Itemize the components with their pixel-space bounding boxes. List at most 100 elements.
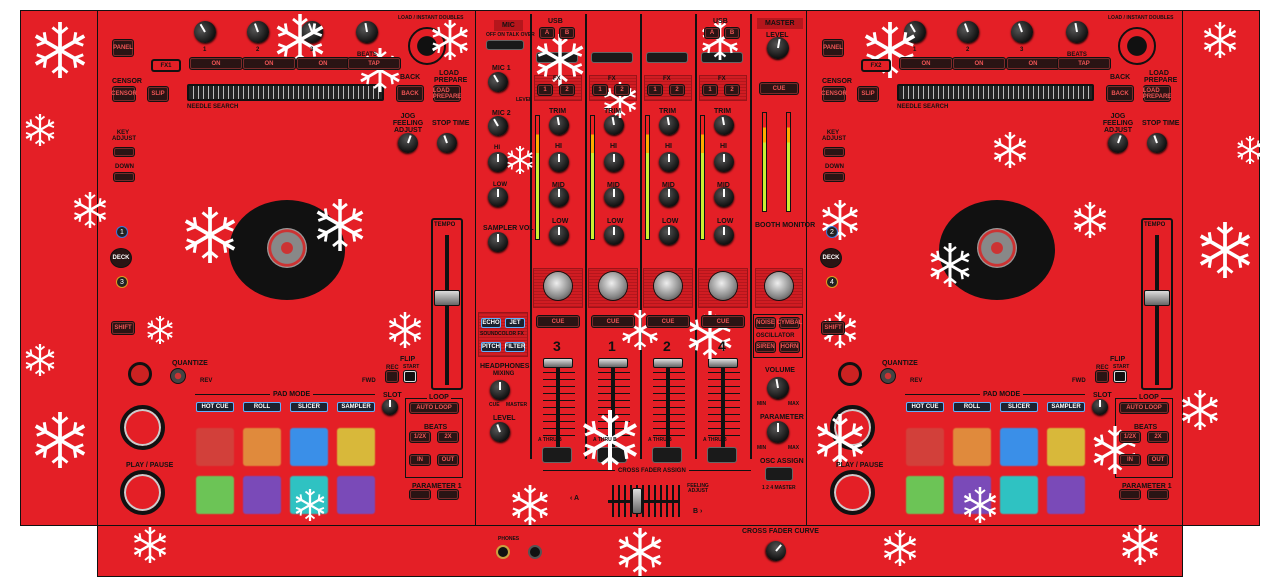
channel-cue-button[interactable]: CUE — [647, 316, 689, 327]
color-filter-knob[interactable] — [599, 272, 627, 300]
fx-on-button[interactable]: ON — [297, 58, 349, 69]
performance-pad[interactable] — [906, 476, 944, 514]
soundcolor-echo-button[interactable]: ECHO — [481, 318, 501, 328]
pad-mode-hot-cue-button[interactable]: HOT CUE — [196, 402, 234, 412]
shift-button[interactable]: SHIFT — [112, 322, 134, 334]
fx1-assign-button[interactable]: 1 — [648, 85, 662, 95]
channel-cue-button[interactable]: CUE — [537, 316, 579, 327]
usb-a-button[interactable]: A — [540, 28, 554, 38]
pad-mode-sampler-button[interactable]: SAMPLER — [337, 402, 375, 412]
osc-parameter-knob[interactable] — [767, 421, 789, 443]
auto-loop-button[interactable]: AUTO LOOP — [1120, 403, 1168, 413]
color-filter-knob[interactable] — [544, 272, 572, 300]
cue-button[interactable] — [120, 405, 165, 450]
crossfader-assign-switch[interactable] — [542, 447, 572, 463]
needle-search-strip[interactable] — [187, 84, 384, 101]
usb-b-button[interactable]: B — [560, 28, 574, 38]
eq-mid-knob[interactable] — [549, 187, 569, 207]
fx2-assign-button[interactable]: 2 — [725, 85, 739, 95]
flip-rec-button[interactable] — [1096, 371, 1108, 382]
channel-cue-button[interactable]: CUE — [702, 316, 744, 327]
input-select-switch[interactable] — [646, 52, 688, 63]
osc-assign-switch[interactable] — [765, 467, 793, 481]
performance-pad[interactable] — [243, 476, 281, 514]
performance-pad[interactable] — [196, 476, 234, 514]
eq-low-knob[interactable] — [659, 225, 679, 245]
pad-mode-sampler-button[interactable]: SAMPLER — [1047, 402, 1085, 412]
osc-cymbal-button[interactable]: CYMBAL — [776, 318, 803, 328]
eq-mid-knob[interactable] — [604, 187, 624, 207]
phones-jack-small[interactable] — [528, 545, 542, 559]
booth-monitor-knob[interactable] — [765, 272, 793, 300]
tempo-slider-handle[interactable] — [1144, 290, 1170, 306]
slot-knob[interactable] — [382, 399, 398, 415]
panel-button[interactable]: PANEL — [823, 40, 843, 56]
master-cue-button[interactable]: CUE — [760, 83, 798, 94]
quantize-button[interactable] — [880, 368, 896, 384]
fx-on-button[interactable]: ON — [190, 58, 242, 69]
eq-hi-knob[interactable] — [604, 152, 624, 172]
play-pause-button[interactable] — [830, 470, 875, 515]
performance-pad[interactable] — [337, 476, 375, 514]
parameter-left-button[interactable] — [410, 490, 430, 499]
osc-noise-button[interactable]: NOISE — [756, 318, 775, 328]
key-adjust-up-button[interactable] — [114, 148, 134, 156]
crossfader-assign-switch[interactable] — [652, 447, 682, 463]
channel-fader-handle[interactable] — [653, 358, 683, 368]
key-adjust-down-button[interactable] — [824, 173, 844, 181]
mic-switch[interactable] — [486, 40, 524, 50]
load-prepare-button[interactable]: LOAD PREPARE — [1142, 86, 1172, 101]
eq-mid-knob[interactable] — [714, 187, 734, 207]
load-prepare-button[interactable]: LOAD PREPARE — [432, 86, 462, 101]
performance-pad[interactable] — [1047, 476, 1085, 514]
censor-button[interactable]: CENSOR — [111, 87, 137, 101]
input-select-switch[interactable] — [536, 52, 578, 63]
pad-mode-slicer-button[interactable]: SLICER — [1000, 402, 1038, 412]
pad-mode-hot-cue-button[interactable]: HOT CUE — [906, 402, 944, 412]
pad-mode-roll-button[interactable]: ROLL — [243, 402, 281, 412]
mic-hi-knob[interactable] — [488, 152, 508, 172]
sync-button[interactable] — [128, 362, 152, 386]
performance-pad[interactable] — [290, 428, 328, 466]
usb-b-button[interactable]: B — [725, 28, 739, 38]
needle-search-strip[interactable] — [897, 84, 1094, 101]
tempo-slider-handle[interactable] — [434, 290, 460, 306]
loop-half-button[interactable]: 1/2X — [1120, 432, 1140, 442]
performance-pad[interactable] — [953, 476, 991, 514]
slip-button[interactable]: SLIP — [858, 87, 878, 101]
parameter-right-button[interactable] — [438, 490, 458, 499]
phones-jack-large[interactable] — [496, 545, 510, 559]
fx-on-button[interactable]: ON — [1007, 58, 1059, 69]
load-rotary-knob[interactable] — [1118, 27, 1156, 65]
fx2-assign-button[interactable]: 2 — [560, 85, 574, 95]
loop-double-button[interactable]: 2X — [1148, 432, 1168, 442]
channel-fader-handle[interactable] — [598, 358, 628, 368]
panel-button[interactable]: PANEL — [113, 40, 133, 56]
pad-mode-roll-button[interactable]: ROLL — [953, 402, 991, 412]
color-filter-knob[interactable] — [709, 272, 737, 300]
loop-in-button[interactable]: IN — [1120, 455, 1140, 465]
slip-button[interactable]: SLIP — [148, 87, 168, 101]
loop-out-button[interactable]: OUT — [438, 455, 458, 465]
soundcolor-filter-button[interactable]: FILTER — [504, 342, 526, 352]
performance-pad[interactable] — [337, 428, 375, 466]
crossfader-assign-switch[interactable] — [597, 447, 627, 463]
censor-button[interactable]: CENSOR — [821, 87, 847, 101]
loop-in-button[interactable]: IN — [410, 455, 430, 465]
fx-on-button[interactable]: ON — [900, 58, 952, 69]
sampler-vol-knob[interactable] — [488, 232, 508, 252]
color-filter-knob[interactable] — [654, 272, 682, 300]
fx1-assign-button[interactable]: 1 — [703, 85, 717, 95]
input-select-switch[interactable] — [701, 52, 743, 63]
performance-pad[interactable] — [196, 428, 234, 466]
flip-rec-button[interactable] — [386, 371, 398, 382]
fx-on-button[interactable]: ON — [243, 58, 295, 69]
key-adjust-down-button[interactable] — [114, 173, 134, 181]
eq-low-knob[interactable] — [714, 225, 734, 245]
osc-horn-button[interactable]: HORN — [780, 342, 799, 352]
pad-mode-slicer-button[interactable]: SLICER — [290, 402, 328, 412]
slot-knob[interactable] — [1092, 399, 1108, 415]
quantize-button[interactable] — [170, 368, 186, 384]
fx2-assign-button[interactable]: 2 — [615, 85, 629, 95]
channel-fader-handle[interactable] — [708, 358, 738, 368]
